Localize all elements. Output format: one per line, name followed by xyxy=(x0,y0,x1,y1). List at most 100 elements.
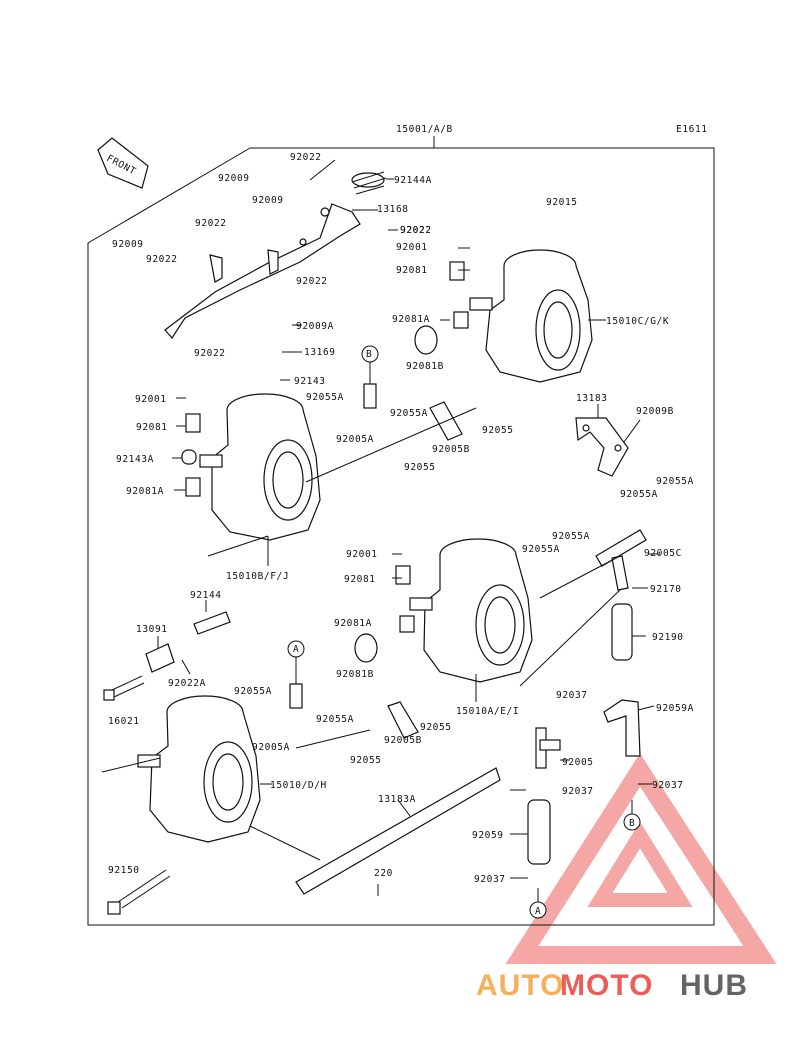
part-label: 92081B xyxy=(336,669,374,680)
carburetor-15010a xyxy=(409,538,533,683)
part-label: 92022 xyxy=(195,218,227,229)
part-label: 15010C/G/K xyxy=(606,316,669,327)
part-label: 92055A xyxy=(234,686,272,697)
part-label: 92081A xyxy=(334,618,372,629)
bolt-92150 xyxy=(107,869,171,915)
elbow-92059a xyxy=(603,699,641,757)
watermark-moto: MOTO xyxy=(560,969,653,1002)
part-label: 92005C xyxy=(644,548,682,559)
part-label: 220 xyxy=(374,868,393,879)
part-label: 92005 xyxy=(562,757,594,768)
bracket-13183 xyxy=(575,417,629,477)
assembly-frame xyxy=(87,147,715,926)
hose-92190 xyxy=(611,603,633,661)
part-label: 13169 xyxy=(304,347,336,358)
part-label: 92022 xyxy=(400,225,432,236)
marker-a-bottom xyxy=(529,888,547,919)
part-label: 92005B xyxy=(384,735,422,746)
part-label: 92143 xyxy=(294,376,326,387)
part-label: A xyxy=(293,644,299,655)
marker-b-top xyxy=(361,345,379,384)
front-arrow: FRONT xyxy=(97,137,149,189)
part-label: 92055A xyxy=(656,476,694,487)
part-label: 92055A xyxy=(390,408,428,419)
watermark-logo: AUTO MOTO HUB xyxy=(476,753,777,1002)
part-label: 92150 xyxy=(108,865,140,876)
part-label: 92055 xyxy=(482,425,514,436)
part-label: 92001 xyxy=(346,549,378,560)
part-label: 92055A xyxy=(522,544,560,555)
part-label: B xyxy=(629,818,635,829)
part-label: 92022 xyxy=(290,152,322,163)
part-label: 92022A xyxy=(168,678,206,689)
marker-a-mid xyxy=(287,640,305,684)
part-label: 92005B xyxy=(432,444,470,455)
part-label: 92055 xyxy=(404,462,436,473)
part-label: 13183A xyxy=(378,794,416,805)
part-label: 15010B/F/J xyxy=(226,571,289,582)
hose-92059 xyxy=(527,799,551,865)
part-label: 92081 xyxy=(344,574,376,585)
part-label: 92055A xyxy=(620,489,658,500)
part-label: 92144A xyxy=(394,175,432,186)
part-label: 92037 xyxy=(652,780,684,791)
part-label: 92015 xyxy=(546,197,578,208)
carburetor-15010c xyxy=(469,249,593,383)
carburetor-15010 xyxy=(137,695,261,843)
part-label: 92001 xyxy=(396,242,428,253)
leader-lines xyxy=(101,159,660,896)
part-label: 92009 xyxy=(112,239,144,250)
part-labels: 92022920099200992144A1316892022920229202… xyxy=(108,152,694,917)
part-label: 92009 xyxy=(252,195,284,206)
tee-92005 xyxy=(535,727,561,769)
part-label: 92037 xyxy=(474,874,506,885)
spring-92144a xyxy=(351,171,387,195)
tee-92005c xyxy=(595,529,647,591)
part-label: 92055A xyxy=(316,714,354,725)
part-label: 92081A xyxy=(392,314,430,325)
assembly-number: 15001/A/B xyxy=(396,124,453,135)
part-label: 92081 xyxy=(136,422,168,433)
marker-b-bottom xyxy=(623,800,641,831)
part-label: 92055A xyxy=(306,392,344,403)
part-label: 92009B xyxy=(636,406,674,417)
diagram-code: E1611 xyxy=(676,124,708,135)
mounting-bracket xyxy=(164,203,361,339)
part-label: 92143A xyxy=(116,454,154,465)
watermark-hub: HUB xyxy=(680,969,748,1002)
part-label: 92055 xyxy=(420,722,452,733)
bolt-16021 xyxy=(103,675,145,701)
part-label: 92022 xyxy=(146,254,178,265)
part-label: 92144 xyxy=(190,590,222,601)
small-parts xyxy=(145,261,469,739)
part-label: 92037 xyxy=(556,690,588,701)
part-label: 92022 xyxy=(194,348,226,359)
part-label: 92055A xyxy=(552,531,590,542)
part-label: 92059A xyxy=(656,703,694,714)
watermark-auto: AUTO xyxy=(476,969,564,1002)
carburetor-15010b xyxy=(199,393,321,541)
part-label: 15010/D/H xyxy=(270,780,327,791)
part-label: 15010A/E/I xyxy=(456,706,519,717)
part-label: 92009A xyxy=(296,321,334,332)
part-label: 92005A xyxy=(252,742,290,753)
part-label: 92170 xyxy=(650,584,682,595)
part-label: 92037 xyxy=(562,786,594,797)
part-label: 92022 xyxy=(400,225,432,236)
part-label: 13183 xyxy=(576,393,608,404)
part-label: 92001 xyxy=(135,394,167,405)
part-label: 92081A xyxy=(126,486,164,497)
part-label: 92005A xyxy=(336,434,374,445)
part-label: 92059 xyxy=(472,830,504,841)
part-label: 92190 xyxy=(652,632,684,643)
part-label: B xyxy=(366,349,372,360)
part-label: 16021 xyxy=(108,716,140,727)
bracket-13183a xyxy=(295,767,501,895)
part-label: 92081 xyxy=(396,265,428,276)
part-label: 92022 xyxy=(296,276,328,287)
part-label: 92081B xyxy=(406,361,444,372)
part-label: 92009 xyxy=(218,173,250,184)
part-label: 92055 xyxy=(350,755,382,766)
part-label: 13168 xyxy=(377,204,409,215)
